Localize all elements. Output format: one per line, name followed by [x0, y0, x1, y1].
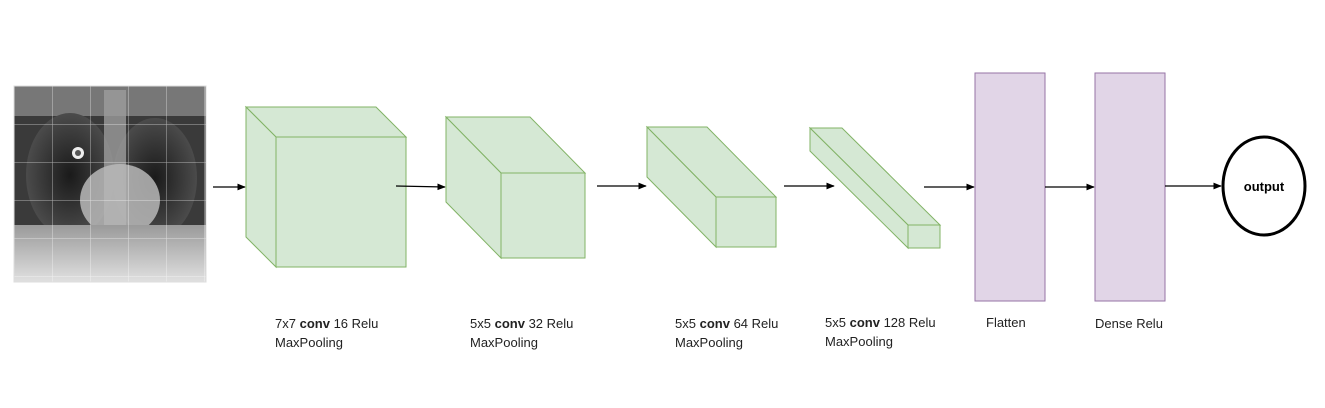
dense-layer — [1094, 72, 1166, 302]
conv-block-3 — [645, 125, 778, 249]
conv3-label: 5x5 conv 64 Relu MaxPooling — [675, 316, 779, 350]
conv-block-1 — [244, 105, 408, 269]
arrow-conv1-to-conv2 — [395, 183, 446, 191]
conv-block-4 — [808, 126, 942, 250]
conv4-label: 5x5 conv 128 Relu MaxPooling — [825, 315, 936, 349]
output-label: output — [1244, 179, 1285, 194]
conv2-label: 5x5 conv 32 Relu MaxPooling — [470, 316, 574, 350]
dense-label: Dense Relu — [1095, 316, 1163, 331]
flatten-layer — [974, 72, 1046, 302]
output-node — [1221, 135, 1307, 237]
conv1-label: 7x7 conv 16 Relu MaxPooling — [275, 316, 379, 350]
flatten-label: Flatten — [986, 315, 1026, 330]
conv-block-2 — [444, 115, 587, 260]
chest-xray-image — [13, 85, 207, 283]
